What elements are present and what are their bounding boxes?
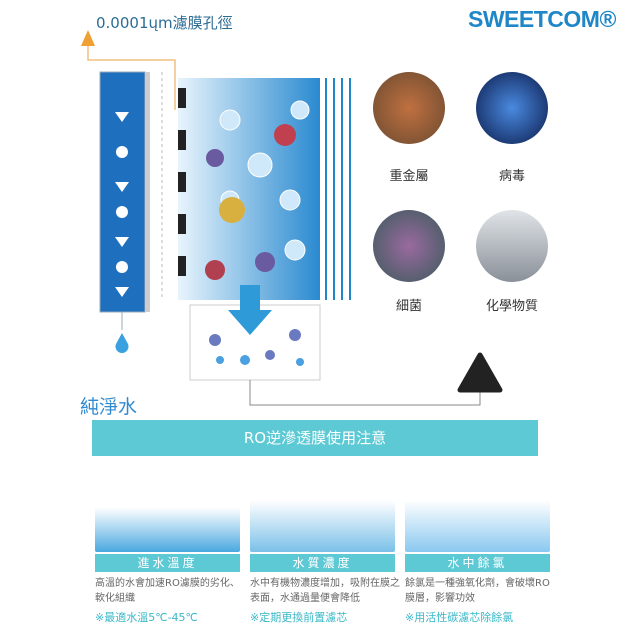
panel-text: 餘氯是一種強氧化劑，會破壞RO膜層，影響功效 [405, 578, 550, 604]
panel-note: ※用活性碳濾芯除餘氯 [405, 611, 514, 624]
drain-valve-icon [457, 352, 503, 393]
panel-label-concentration: 水質濃度 [250, 554, 395, 572]
brand-logo: SWEETCOM® [468, 6, 616, 32]
down-arrow-icon [228, 285, 272, 335]
chemical-image [476, 210, 548, 282]
bacteria-image [373, 210, 445, 282]
panel-label-temperature: 進水溫度 [95, 554, 240, 572]
pore-size-title: 0.0001ųm濾膜孔徑 [96, 14, 233, 32]
panel-text: 水中有機物濃度增加，吸附在膜之表面，水通過量便會降低 [250, 578, 400, 604]
chemical-label: 化學物質 [485, 299, 538, 314]
flow-line [87, 46, 176, 110]
pure-water-tube [99, 71, 146, 313]
virus-label: 病毒 [498, 169, 525, 184]
virus-image [476, 72, 548, 144]
bacteria-icon [274, 124, 296, 146]
panel-text: 高溫的水會加速RO濾膜的劣化、軟化組織 [95, 578, 240, 604]
panel-note: ※定期更換前置濾芯 [250, 611, 348, 624]
heavy-metal-image [373, 72, 445, 144]
concentration-image [250, 478, 395, 552]
panel-label-chlorine: 水中餘氯 [405, 554, 550, 572]
panel-note: ※最適水溫5℃-45℃ [95, 611, 198, 624]
outflow-arrow-icon [81, 30, 95, 46]
bacteria-label: 細菌 [395, 299, 422, 314]
water-drop-icon [115, 333, 129, 354]
notice-banner: RO逆滲透膜使用注意 [92, 420, 538, 456]
chlorine-image [405, 478, 550, 552]
temperature-image [95, 478, 240, 552]
ro-diagram [81, 30, 503, 406]
heavy-metal-label: 重金屬 [389, 169, 429, 184]
pure-water-label: 純淨水 [80, 396, 138, 418]
